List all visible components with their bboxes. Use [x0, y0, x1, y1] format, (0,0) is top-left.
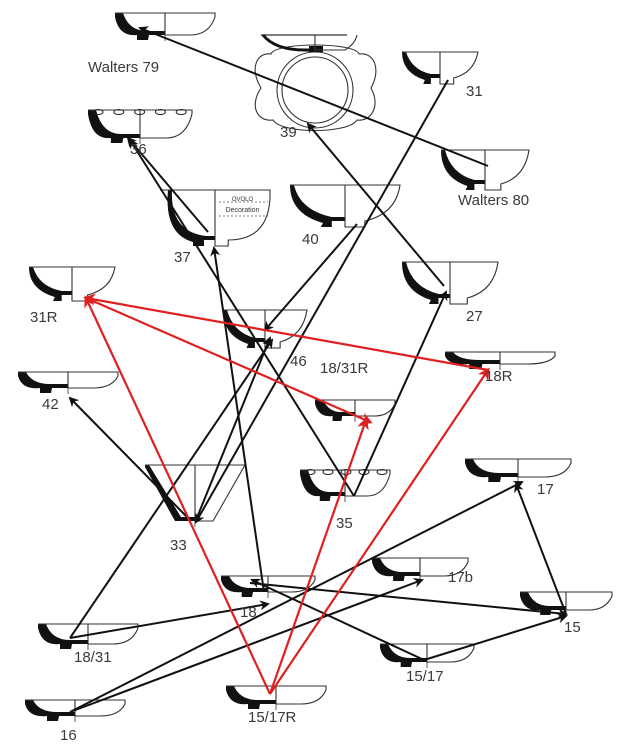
vessel-37-ovolo-text: OVOLO [232, 197, 254, 203]
arrow-35-to-36 [128, 138, 355, 497]
arrow-18-31-to-46 [69, 338, 274, 639]
vessel-label-46: 46 [290, 353, 307, 370]
arrow-walters80-to-walters79 [138, 26, 489, 167]
vessel-label-33: 33 [170, 537, 187, 554]
vessel-35-profile [300, 469, 391, 502]
arrow-27-to-39 [306, 122, 445, 287]
vessel-label-35: 35 [336, 515, 353, 532]
vessel-label-18: 18 [240, 604, 257, 621]
vessel-39-profile [254, 34, 377, 131]
arrow-15-17r-to-18-31r [268, 417, 369, 695]
vessel-36-profile [88, 109, 193, 144]
vessel-42-profile [18, 371, 119, 394]
vessel-walters79-profile [115, 12, 216, 41]
vessel-15-17r-profile [226, 685, 327, 710]
vessel-27-profile [402, 261, 499, 305]
vessel-label-17: 17 [537, 481, 554, 498]
arrow-37-to-36 [126, 136, 209, 233]
vessel-walters80-profile [441, 149, 530, 191]
vessel-37-decoration-text: Decoration [226, 207, 260, 214]
vessel-15-17-profile [380, 643, 475, 668]
vessel-label-17b: 17b [448, 569, 474, 586]
arrow-18-to-37 [210, 246, 265, 593]
arrow-40-to-18-31 [263, 223, 358, 332]
vessel-16-profile [25, 699, 126, 722]
arrow-15-17-to-15 [423, 613, 568, 661]
arrow-15-17r-to-31r [84, 295, 271, 695]
arrow-33-to-46 [195, 336, 272, 521]
vessel-label-18-31: 18/31 [74, 649, 112, 666]
vessel-18r-profile [445, 351, 556, 370]
vessel-label-walters80: Walters 80 [458, 192, 530, 209]
vessel-label-36: 36 [130, 141, 147, 158]
arrow-15-17r-to-18r [269, 367, 490, 695]
vessel-label-18r: 18R [485, 368, 513, 385]
vessel-label-15: 15 [564, 619, 581, 636]
vessel-31-profile [402, 51, 479, 85]
arrow-15-17-to-17b [250, 578, 425, 661]
vessel-label-39: 39 [280, 124, 297, 141]
vessel-label-42: 42 [42, 396, 59, 413]
arrow-33-to-42 [68, 396, 189, 519]
arrow-16-to-17b [69, 578, 424, 713]
arrow-31r-to-18-31r [85, 296, 373, 424]
vessel-label-15-17r: 15/17R [248, 709, 297, 726]
vessel-label-walters79: Walters 79 [88, 59, 160, 76]
vessel-31r-profile [29, 266, 116, 302]
arrow-15-to-17 [514, 482, 567, 615]
vessel-label-15-17: 15/17 [406, 668, 444, 685]
vessel-label-18-31r: 18/31R [320, 360, 369, 377]
arrow-18-to-15 [249, 582, 568, 619]
vessel-label-31: 31 [466, 83, 483, 100]
vessel-label-37: 37 [174, 249, 191, 266]
vessel-37-profile: OVOLO Decoration [160, 189, 271, 247]
arrow-16-to-17 [69, 481, 524, 713]
vessel-label-27: 27 [466, 308, 483, 325]
vessel-17-profile [465, 458, 572, 483]
vessel-17b-profile [372, 557, 469, 582]
vessel-label-16: 16 [60, 727, 77, 744]
arrow-18r-to-31r [83, 293, 489, 372]
vessel-label-31r: 31R [30, 309, 58, 326]
arrow-31-to-33 [195, 79, 449, 524]
arrow-35-to-27 [353, 290, 448, 497]
vessel-label-40: 40 [302, 231, 319, 248]
arrow-18-31-to-18 [69, 600, 270, 639]
vessel-18-31-profile [38, 623, 139, 650]
vessel-33-profile [145, 464, 246, 527]
